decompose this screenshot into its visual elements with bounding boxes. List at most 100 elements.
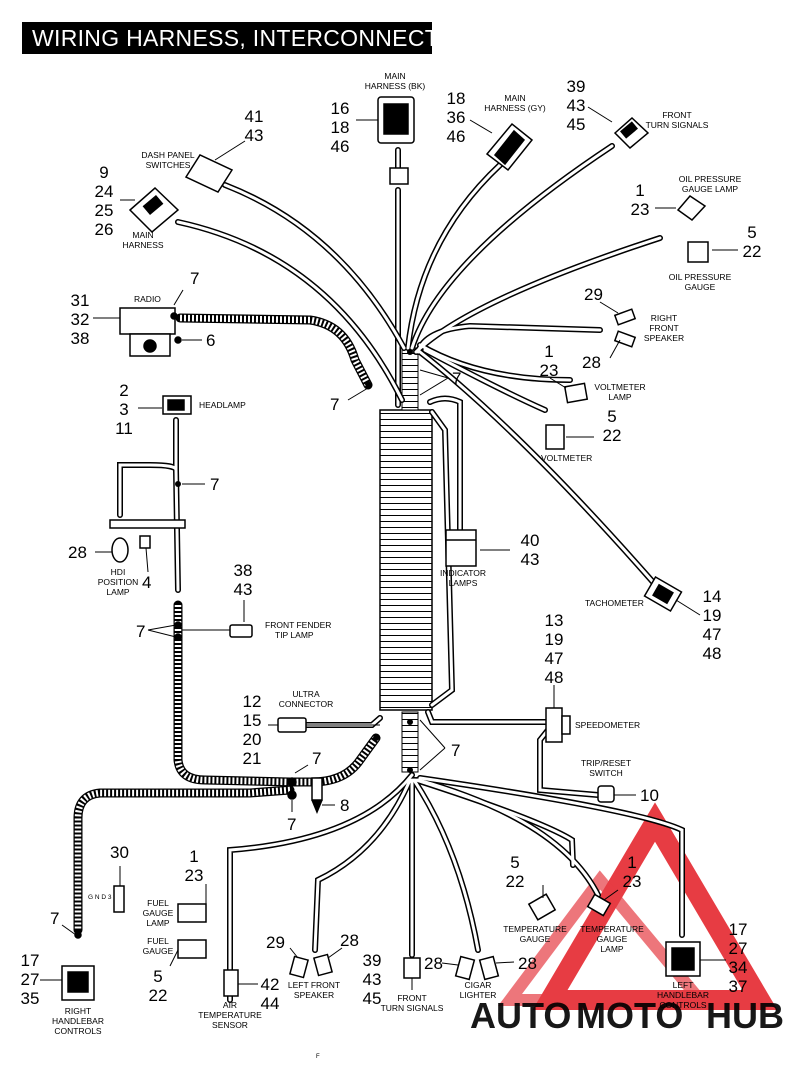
gnd3-connector <box>113 885 125 913</box>
voltmeter-lamp-connector <box>563 382 589 404</box>
main-harness-bk-connector <box>377 96 415 185</box>
fuel-gauge-connector <box>177 939 207 959</box>
tachometer-connector <box>643 575 683 613</box>
callout-cigar-28-a: 28 <box>424 954 443 973</box>
callout-radio-6: 6 <box>206 331 215 350</box>
callout-hdi: 28 <box>68 543 87 562</box>
label-tachometer: TACHOMETER <box>585 598 644 608</box>
callout-headlamp-7: 7 <box>210 475 219 494</box>
wire-clips <box>175 349 413 773</box>
watermark-hub: HUB <box>706 995 784 1036</box>
voltmeter-connector <box>545 424 565 450</box>
page-title: WIRING HARNESS, INTERCONNECT <box>32 25 440 51</box>
lower-junction <box>287 777 323 814</box>
callout-lower-7-a: 7 <box>312 749 321 768</box>
callout-trip: 10 <box>640 786 659 805</box>
footer-mark: F <box>316 1054 320 1060</box>
right-front-speaker-connectors <box>613 308 637 348</box>
label-radio: RADIO <box>134 294 161 304</box>
main-harness-gy-connector <box>485 122 534 172</box>
callout-rf-speaker-28: 28 <box>582 353 601 372</box>
main-harness-left-connector <box>128 186 180 234</box>
callout-gnd: 30 <box>110 843 129 862</box>
temperature-gauge-lamp-connector <box>586 893 612 917</box>
callout-lf-speaker-29: 29 <box>266 933 285 952</box>
hdi-position-lamp <box>109 519 186 563</box>
label-voltmeter: VOLTMETER <box>541 453 592 463</box>
callout-radio-7: 7 <box>190 269 199 288</box>
temperature-gauge-connector <box>527 893 557 921</box>
callout-lf-speaker-28: 28 <box>340 931 359 950</box>
label-speedometer: SPEEDOMETER <box>575 720 640 730</box>
air-temperature-sensor-connector <box>223 969 239 997</box>
label-gnd3: G N D 3 <box>88 894 112 901</box>
callout-rf-speaker-29: 29 <box>584 285 603 304</box>
left-front-speaker-connectors <box>288 953 334 979</box>
speedometer-connector <box>545 707 571 743</box>
front-turn-signals-connector-bottom <box>403 957 421 979</box>
callout-lower-7-c: 7 <box>287 815 296 834</box>
front-turn-signals-connector-top <box>613 116 650 150</box>
headlamp-connector <box>162 395 192 415</box>
fuel-gauge-lamp-connector <box>177 903 207 923</box>
watermark-text: AUTO MOTO HUB <box>470 995 784 1036</box>
cigar-lighter-connectors <box>454 955 500 981</box>
title-bar: WIRING HARNESS, INTERCONNECT <box>22 22 439 54</box>
right-handlebar-controls-connector <box>61 931 95 1001</box>
callout-lower-7-b: 7 <box>451 741 460 760</box>
trip-reset-switch <box>597 785 615 803</box>
leader-lines <box>40 106 738 990</box>
left-handlebar-controls-connector <box>665 941 701 977</box>
callout-fender-7: 7 <box>136 622 145 641</box>
callout-trunk-7-left: 7 <box>330 395 339 414</box>
callout-trunk-7-right: 7 <box>452 369 461 388</box>
front-fender-tip-lamp-connector <box>174 621 253 641</box>
label-headlamp: HEADLAMP <box>199 400 246 410</box>
callout-cigar-28-b: 28 <box>518 954 537 973</box>
watermark-moto: MOTO <box>576 995 683 1036</box>
oil-pressure-gauge-connector <box>687 241 709 263</box>
